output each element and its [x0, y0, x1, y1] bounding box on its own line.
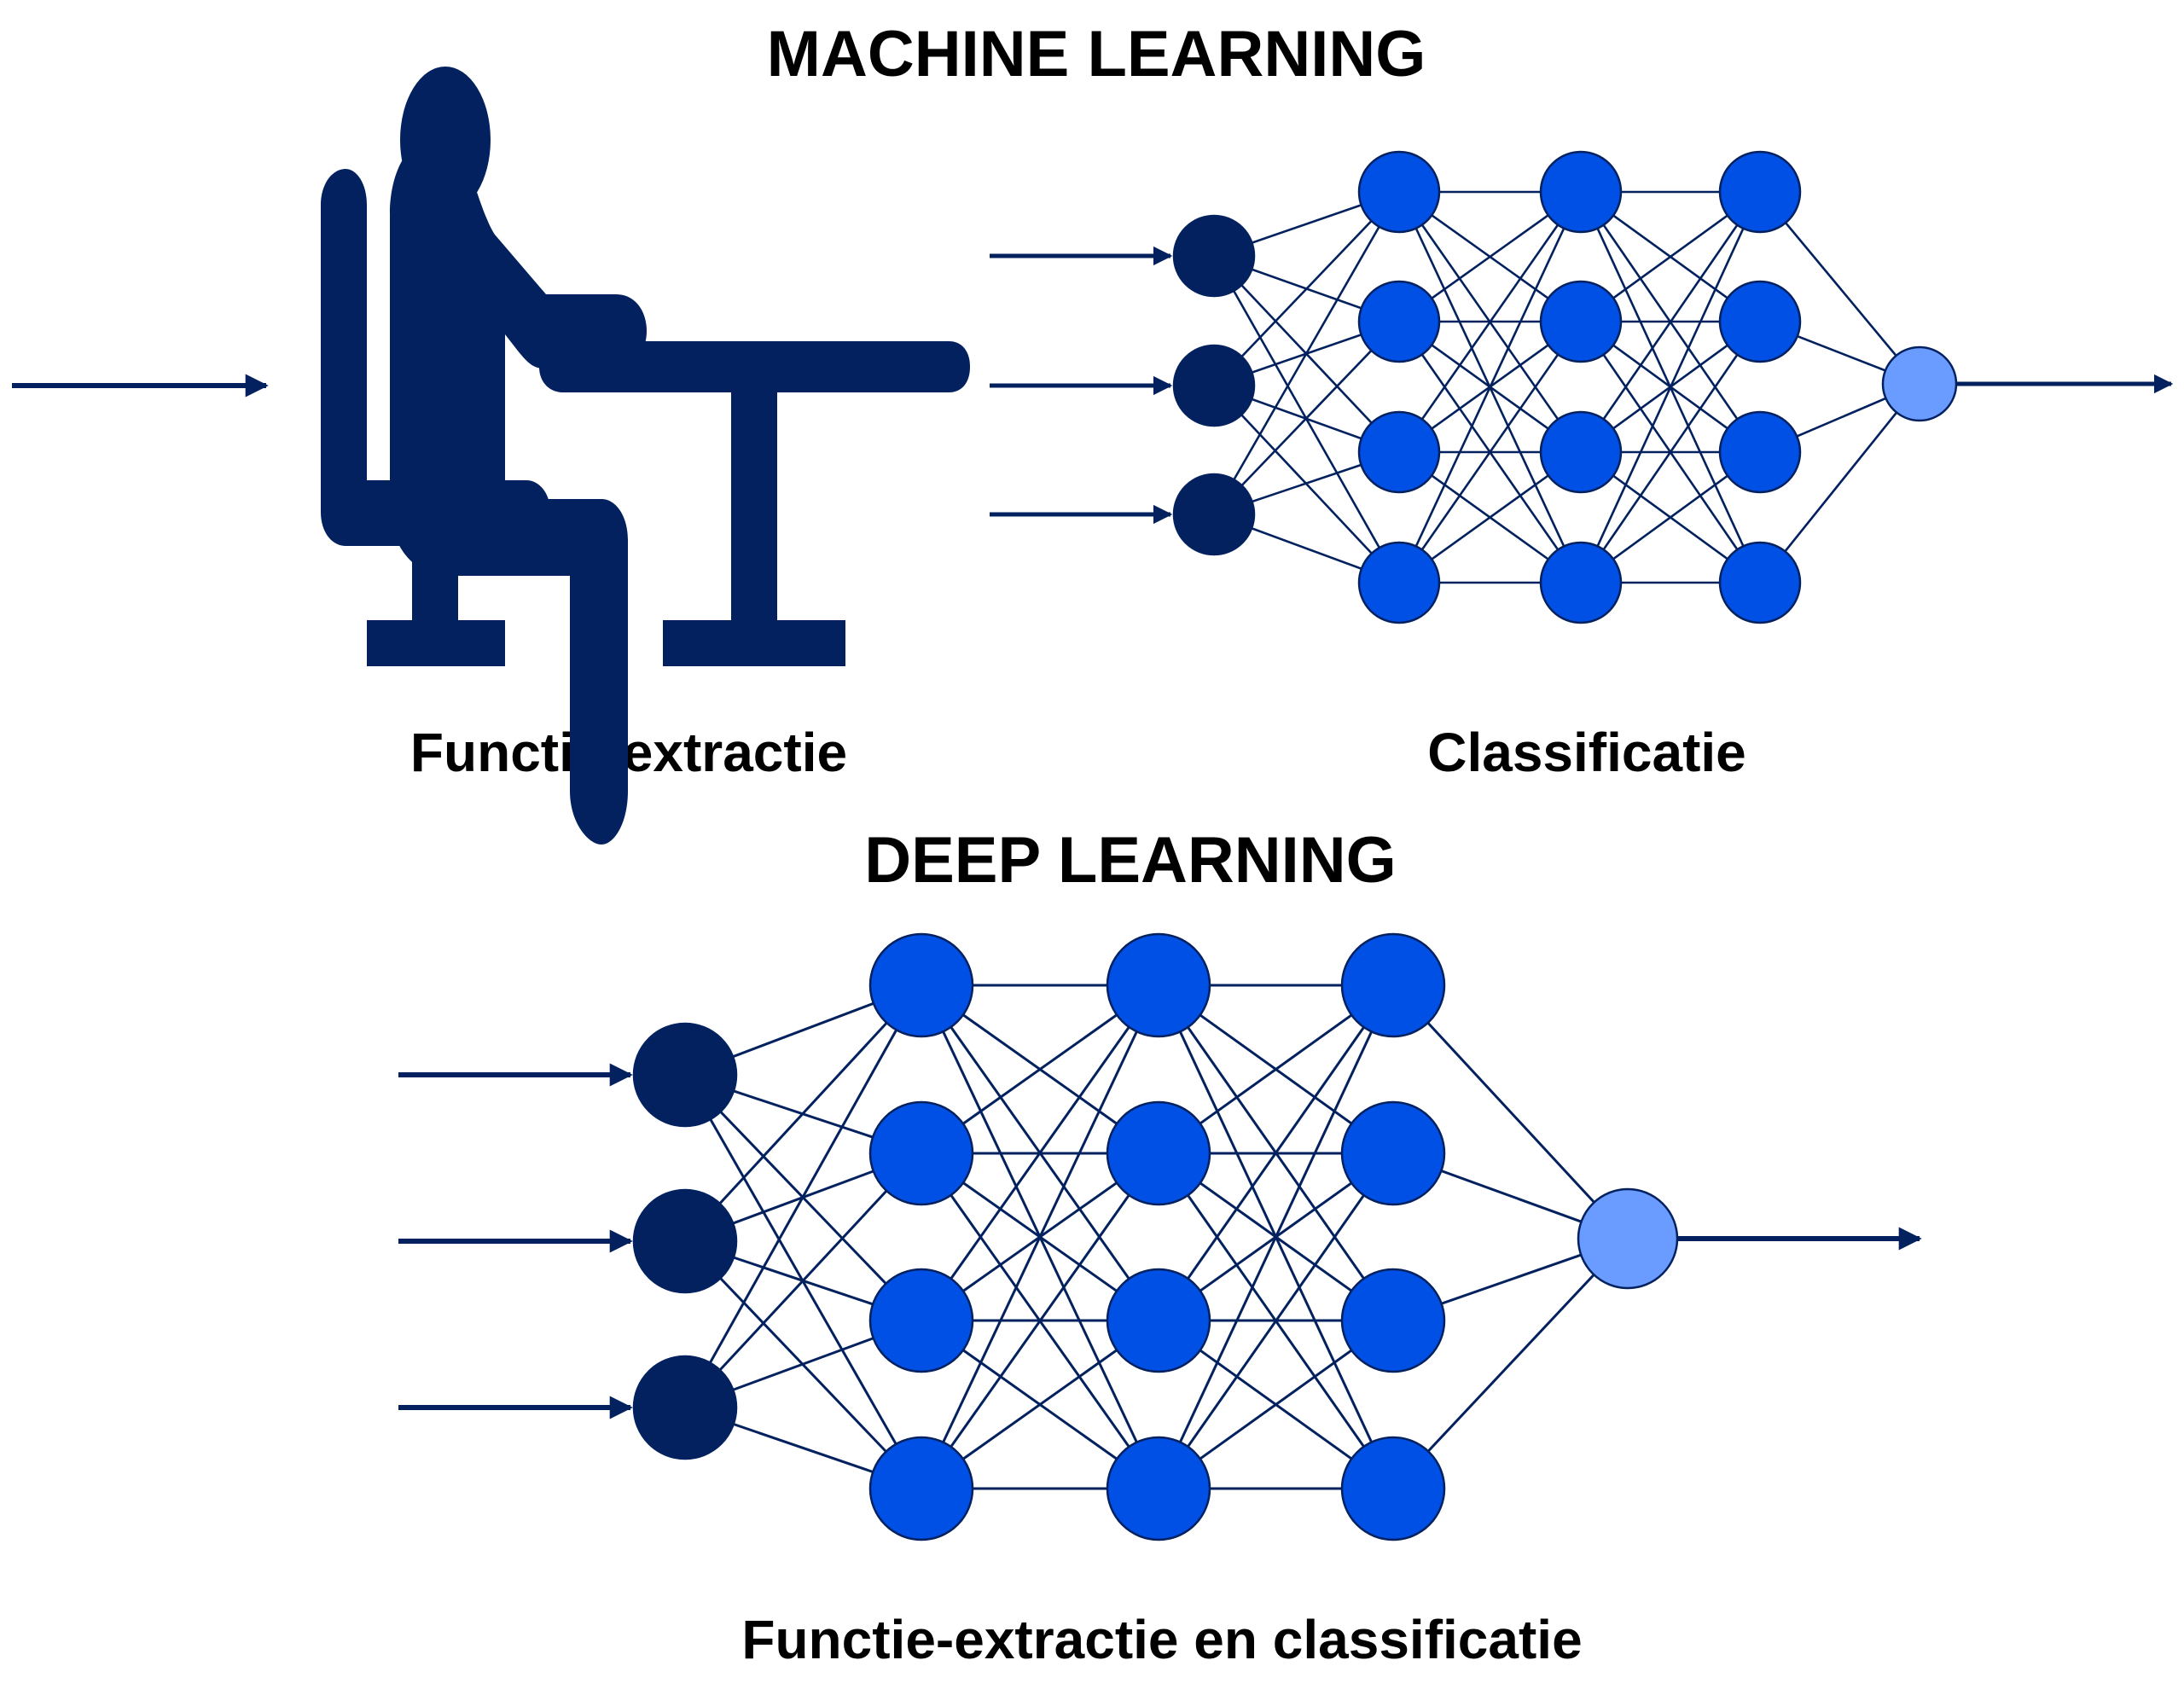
ml-node-hidden-l3-1 — [1718, 280, 1802, 363]
dl-edge-l2-2-0 — [1157, 984, 1395, 1321]
ml-edge-l3-3-0 — [1758, 383, 1921, 583]
ml-edge-l2-3-0 — [1579, 191, 1762, 583]
dl-node-hidden-l1-3 — [868, 1436, 974, 1541]
deep-learning-title: DEEP LEARNING — [864, 824, 1397, 897]
ml-edge-l1-3-0 — [1397, 191, 1583, 583]
dl-node-hidden-l1-0 — [868, 932, 974, 1038]
deep-learning-caption: Functie-extractie en classificatie — [741, 1609, 1583, 1670]
dl-edge-l0-1-0 — [683, 984, 923, 1243]
dl-node-input-l0-1 — [632, 1188, 738, 1294]
ml-edge-l0-2-1 — [1213, 321, 1400, 515]
ml-edge-l2-3-1 — [1579, 321, 1762, 583]
dl-edge-l1-2-0 — [920, 984, 1160, 1321]
ml-node-hidden-l2-0 — [1539, 150, 1623, 234]
dl-node-hidden-l1-1 — [868, 1100, 974, 1206]
classification-caption: Classificatie — [1427, 722, 1746, 783]
machine-learning-network — [990, 150, 2174, 624]
dl-edge-l2-3-0 — [1157, 984, 1395, 1489]
dl-edge-l3-0-0 — [1391, 984, 1629, 1240]
ml-edges — [1212, 190, 1921, 584]
dl-edge-l1-3-0 — [920, 984, 1160, 1489]
dl-edge-l0-2-1 — [683, 1152, 923, 1409]
dl-edge-l3-3-0 — [1391, 1237, 1629, 1490]
dl-node-hidden-l2-2 — [1106, 1268, 1211, 1373]
ml-edge-l0-1-0 — [1213, 191, 1400, 386]
feature-extraction-caption: Functie-extractie — [410, 722, 848, 783]
ml-node-hidden-l1-3 — [1357, 541, 1441, 624]
ml-edge-l1-3-1 — [1397, 321, 1583, 583]
ml-node-hidden-l3-2 — [1718, 410, 1802, 494]
ml-node-hidden-l1-1 — [1357, 280, 1441, 363]
ml-node-hidden-l1-0 — [1357, 150, 1441, 234]
dl-node-hidden-l1-2 — [868, 1268, 974, 1373]
ml-node-input-l0-2 — [1172, 473, 1256, 556]
ml-node-input-l0-1 — [1172, 344, 1256, 427]
ml-edge-l3-0-0 — [1759, 191, 1920, 385]
ml-node-output-l4-0 — [1881, 345, 1958, 422]
dl-node-hidden-l2-0 — [1106, 932, 1211, 1038]
dl-node-output-l4-0 — [1577, 1187, 1679, 1290]
dl-node-hidden-l3-2 — [1340, 1268, 1446, 1373]
dl-node-hidden-l3-3 — [1340, 1436, 1446, 1541]
dl-node-input-l0-2 — [632, 1355, 738, 1460]
ml-node-hidden-l1-2 — [1357, 410, 1441, 494]
deep-learning-network — [398, 932, 1922, 1541]
dl-node-input-l0-0 — [632, 1022, 738, 1128]
ml-node-input-l0-0 — [1172, 214, 1256, 298]
person-at-desk-icon — [321, 67, 970, 845]
dl-edge-l0-2-0 — [683, 984, 923, 1408]
machine-learning-title: MACHINE LEARNING — [766, 18, 1426, 90]
ml-node-hidden-l2-2 — [1539, 410, 1623, 494]
ml-node-hidden-l2-3 — [1539, 541, 1623, 624]
ml-node-hidden-l3-0 — [1718, 150, 1802, 234]
dl-node-hidden-l2-3 — [1106, 1436, 1211, 1541]
dl-edge-l1-3-1 — [920, 1152, 1160, 1489]
ml-edge-l0-2-0 — [1212, 191, 1401, 515]
dl-edge-l2-3-1 — [1157, 1152, 1395, 1489]
dl-node-hidden-l2-1 — [1106, 1100, 1211, 1206]
dl-node-hidden-l3-1 — [1340, 1100, 1446, 1206]
dl-edges — [683, 984, 1629, 1490]
ml-edge-l2-2-0 — [1579, 191, 1762, 453]
dl-node-hidden-l3-0 — [1340, 932, 1446, 1038]
ml-node-hidden-l2-1 — [1539, 280, 1623, 363]
ml-edge-l1-2-0 — [1397, 191, 1583, 453]
ml-node-hidden-l3-3 — [1718, 541, 1802, 624]
